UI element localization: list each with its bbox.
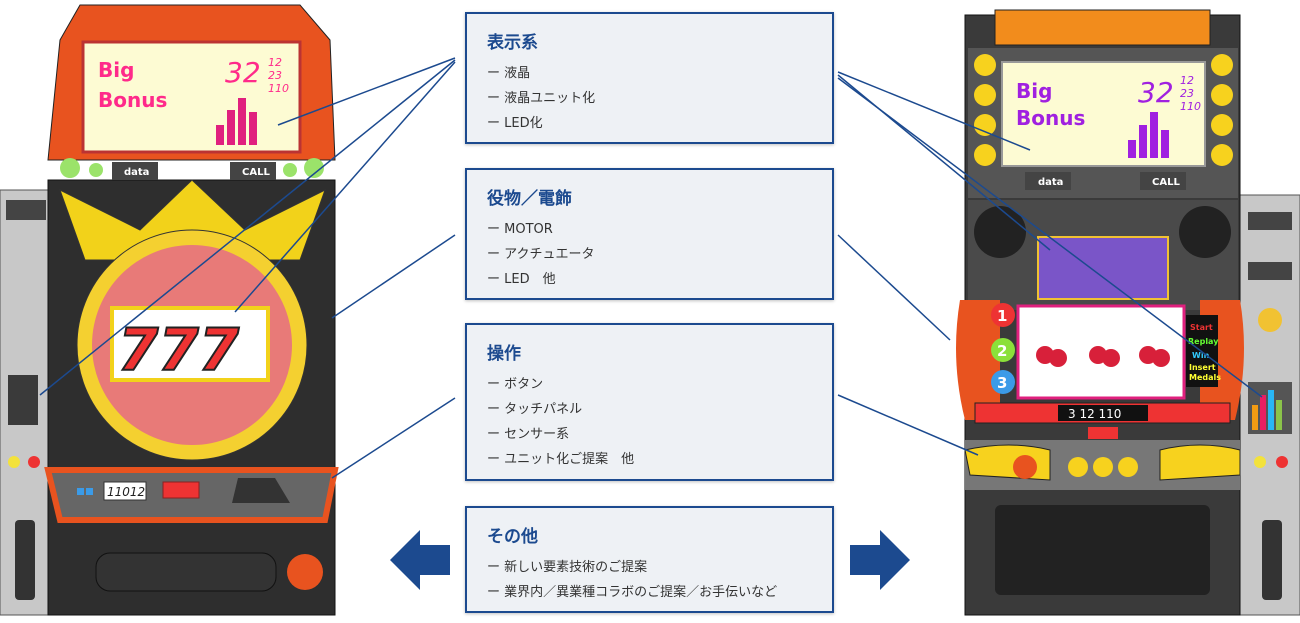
right-pachislot-machine: Big Bonus 32 12 23 110 data CALL 1 2 3 S… — [956, 9, 1300, 616]
data-button-label: data — [1038, 177, 1063, 188]
data-button-label: data — [124, 167, 149, 178]
right-lcd-big: Big — [1016, 79, 1052, 103]
panel-start: Start — [1190, 323, 1213, 332]
category-item: ボタン — [487, 372, 812, 397]
category-item: MOTOR — [487, 217, 812, 242]
call-button-label: CALL — [242, 167, 270, 178]
category-item: アクチュエータ — [487, 242, 812, 267]
right-lcd-small: 110 — [1180, 100, 1201, 113]
category-title: 表示系 — [487, 33, 538, 53]
left-lcd-bonus: Bonus — [98, 88, 167, 112]
category-item: LED化 — [487, 111, 812, 136]
category-item: タッチパネル — [487, 397, 812, 422]
category-item: 業界内／異業種コラボのご提案／お手伝いなど — [487, 580, 812, 605]
right-lcd-number: 32 — [1138, 76, 1174, 109]
category-title: 役物／電飾 — [487, 189, 572, 209]
category-props-lighting: 役物／電飾 MOTORアクチュエータLED 他 — [465, 168, 834, 300]
category-title: 操作 — [487, 344, 521, 364]
category-title: その他 — [487, 527, 538, 547]
right-counter: 3 12 110 — [1068, 407, 1121, 421]
category-item: ユニット化ご提案 他 — [487, 447, 812, 472]
left-lcd-big: Big — [98, 58, 134, 82]
left-pachislot-machine: Big Bonus 32 12 23 110 data CALL 777 110… — [0, 4, 339, 616]
connector-lines — [39, 57, 1263, 479]
left-lcd-number: 32 — [225, 56, 261, 89]
left-arrow-icon — [390, 530, 450, 590]
right-lcd-small: 12 — [1180, 74, 1194, 87]
left-lcd-small: 110 — [268, 82, 289, 95]
panel-medals: Medals — [1189, 373, 1221, 382]
left-bet-button — [162, 481, 200, 499]
category-item: 新しい要素技術のご提案 — [487, 555, 812, 580]
right-arrow-icon — [850, 530, 910, 590]
category-item: 液晶 — [487, 61, 812, 86]
call-button-label: CALL — [1152, 177, 1180, 188]
right-side-bars — [1252, 390, 1282, 430]
right-lcd-small: 23 — [1180, 87, 1194, 100]
category-other: その他 新しい要素技術のご提案業界内／異業種コラボのご提案／お手伝いなど — [465, 506, 834, 613]
panel-insert: Insert — [1189, 363, 1216, 372]
category-display: 表示系 液晶液晶ユニット化LED化 — [465, 12, 834, 144]
panel-replay: Replay — [1188, 337, 1219, 346]
left-lcd-small: 23 — [268, 69, 282, 82]
reel-line-2: 2 — [997, 342, 1007, 360]
reel-line-1: 1 — [997, 307, 1007, 325]
category-item: 液晶ユニット化 — [487, 86, 812, 111]
category-operation: 操作 ボタンタッチパネルセンサー系ユニット化ご提案 他 — [465, 323, 834, 481]
right-lcd-bonus: Bonus — [1016, 106, 1085, 130]
category-item: LED 他 — [487, 267, 812, 292]
reel-line-3: 3 — [997, 374, 1007, 392]
left-counter: 11012 — [107, 485, 145, 499]
category-item: センサー系 — [487, 422, 812, 447]
left-lcd-bars — [216, 98, 257, 145]
panel-win: Win — [1192, 351, 1210, 360]
left-lcd-small: 12 — [268, 56, 282, 69]
left-reel-777: 777 — [118, 316, 240, 384]
